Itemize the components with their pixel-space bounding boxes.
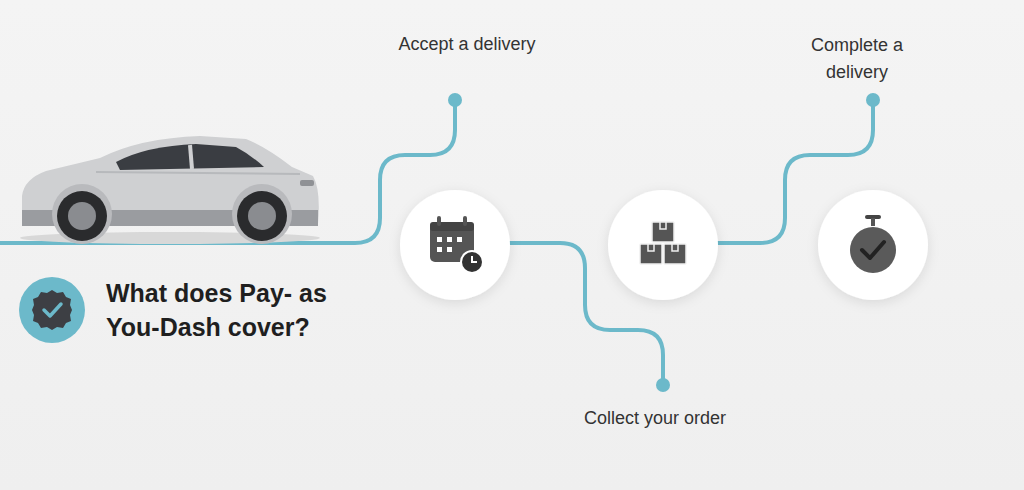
boxes-icon	[640, 222, 686, 264]
calendar-icon	[430, 216, 484, 274]
flow-line	[0, 104, 873, 381]
car-illustration	[20, 136, 320, 244]
diagram-title: What does Pay- as You-Dash cover?	[106, 276, 351, 344]
step-label: Accept a delivery	[367, 31, 567, 58]
step-label: Collect your order	[545, 405, 765, 432]
badge-icon	[19, 277, 85, 343]
step-circle	[400, 190, 928, 300]
step-label: Complete a delivery	[792, 32, 922, 86]
stopwatch-icon	[850, 215, 896, 273]
leader-dot	[448, 93, 880, 392]
